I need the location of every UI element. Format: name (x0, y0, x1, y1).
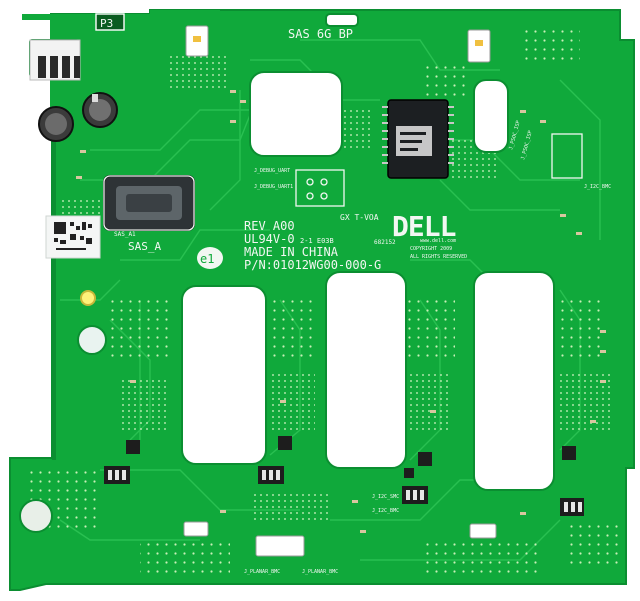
p3-label: P3 (100, 17, 113, 30)
i2c-bmc-label-2: J_I2C_BMC (584, 184, 611, 190)
code-label: 2-1 E03B (300, 237, 334, 245)
sas-a1-label: SAS_A1 (114, 231, 136, 238)
rights-label: ALL RIGHTS RESERVED (410, 254, 467, 260)
copyright-label: COPYRIGHT 2009 (410, 246, 452, 252)
e1-logo: e1 (197, 247, 223, 269)
power-header-p3 (29, 13, 125, 81)
capacitors (38, 92, 118, 142)
planar-bmc-label-2: J_PLANAR_BMC (302, 569, 338, 575)
ul-label: UL94V-0 (244, 232, 295, 246)
debug-footprint (103, 133, 583, 231)
dell-logo: DELL (392, 210, 457, 243)
cutout-top-small (325, 13, 359, 27)
cutout-top-right (473, 79, 509, 153)
cutout-slot-2 (325, 271, 407, 469)
svg-text:e1: e1 (200, 252, 214, 266)
header-pins (108, 470, 582, 512)
planar-bmc-label-1: J_PLANAR_BMC (244, 569, 280, 575)
dell-logo-text: DELL (392, 210, 456, 243)
smd-parts (76, 90, 606, 533)
cutout-top-middle (249, 71, 343, 157)
debug-uart1-label: J_DEBUG_UART1 (254, 184, 293, 190)
pn-label: P/N:01012WG00-000-G (244, 258, 381, 272)
i2c-bmc-label: J_I2C_BMC (372, 508, 399, 514)
board-cutouts (19, 13, 555, 533)
gx-label: GX T-VOA (340, 213, 379, 222)
board-title-silk: SAS 6G BP (288, 27, 353, 41)
silkscreen: P3 SAS 6G BP SAS_A SAS_A1 REV A00 UL94V-… (100, 17, 611, 575)
barcode-label (45, 215, 101, 259)
edge-strip (52, 140, 56, 460)
cutout-slot-3 (473, 271, 555, 491)
brand-url: www.dell.com (420, 238, 456, 244)
psoc-ic (382, 99, 454, 179)
i2c-smc-label: J_I2C_SMC (372, 494, 399, 500)
mount-hole-left-2 (77, 325, 107, 355)
mount-hole-bottom-left (19, 499, 53, 533)
cutout-slot-1 (181, 285, 267, 465)
mount-hole-left (80, 290, 96, 306)
made-in-label: MADE IN CHINA (244, 245, 339, 259)
code2-label: 682152 (374, 239, 396, 246)
sas-connector (103, 175, 195, 231)
sas-a-label: SAS_A (128, 240, 161, 253)
debug-uart-label: J_DEBUG_UART (254, 168, 290, 174)
rev-label: REV A00 (244, 219, 295, 233)
